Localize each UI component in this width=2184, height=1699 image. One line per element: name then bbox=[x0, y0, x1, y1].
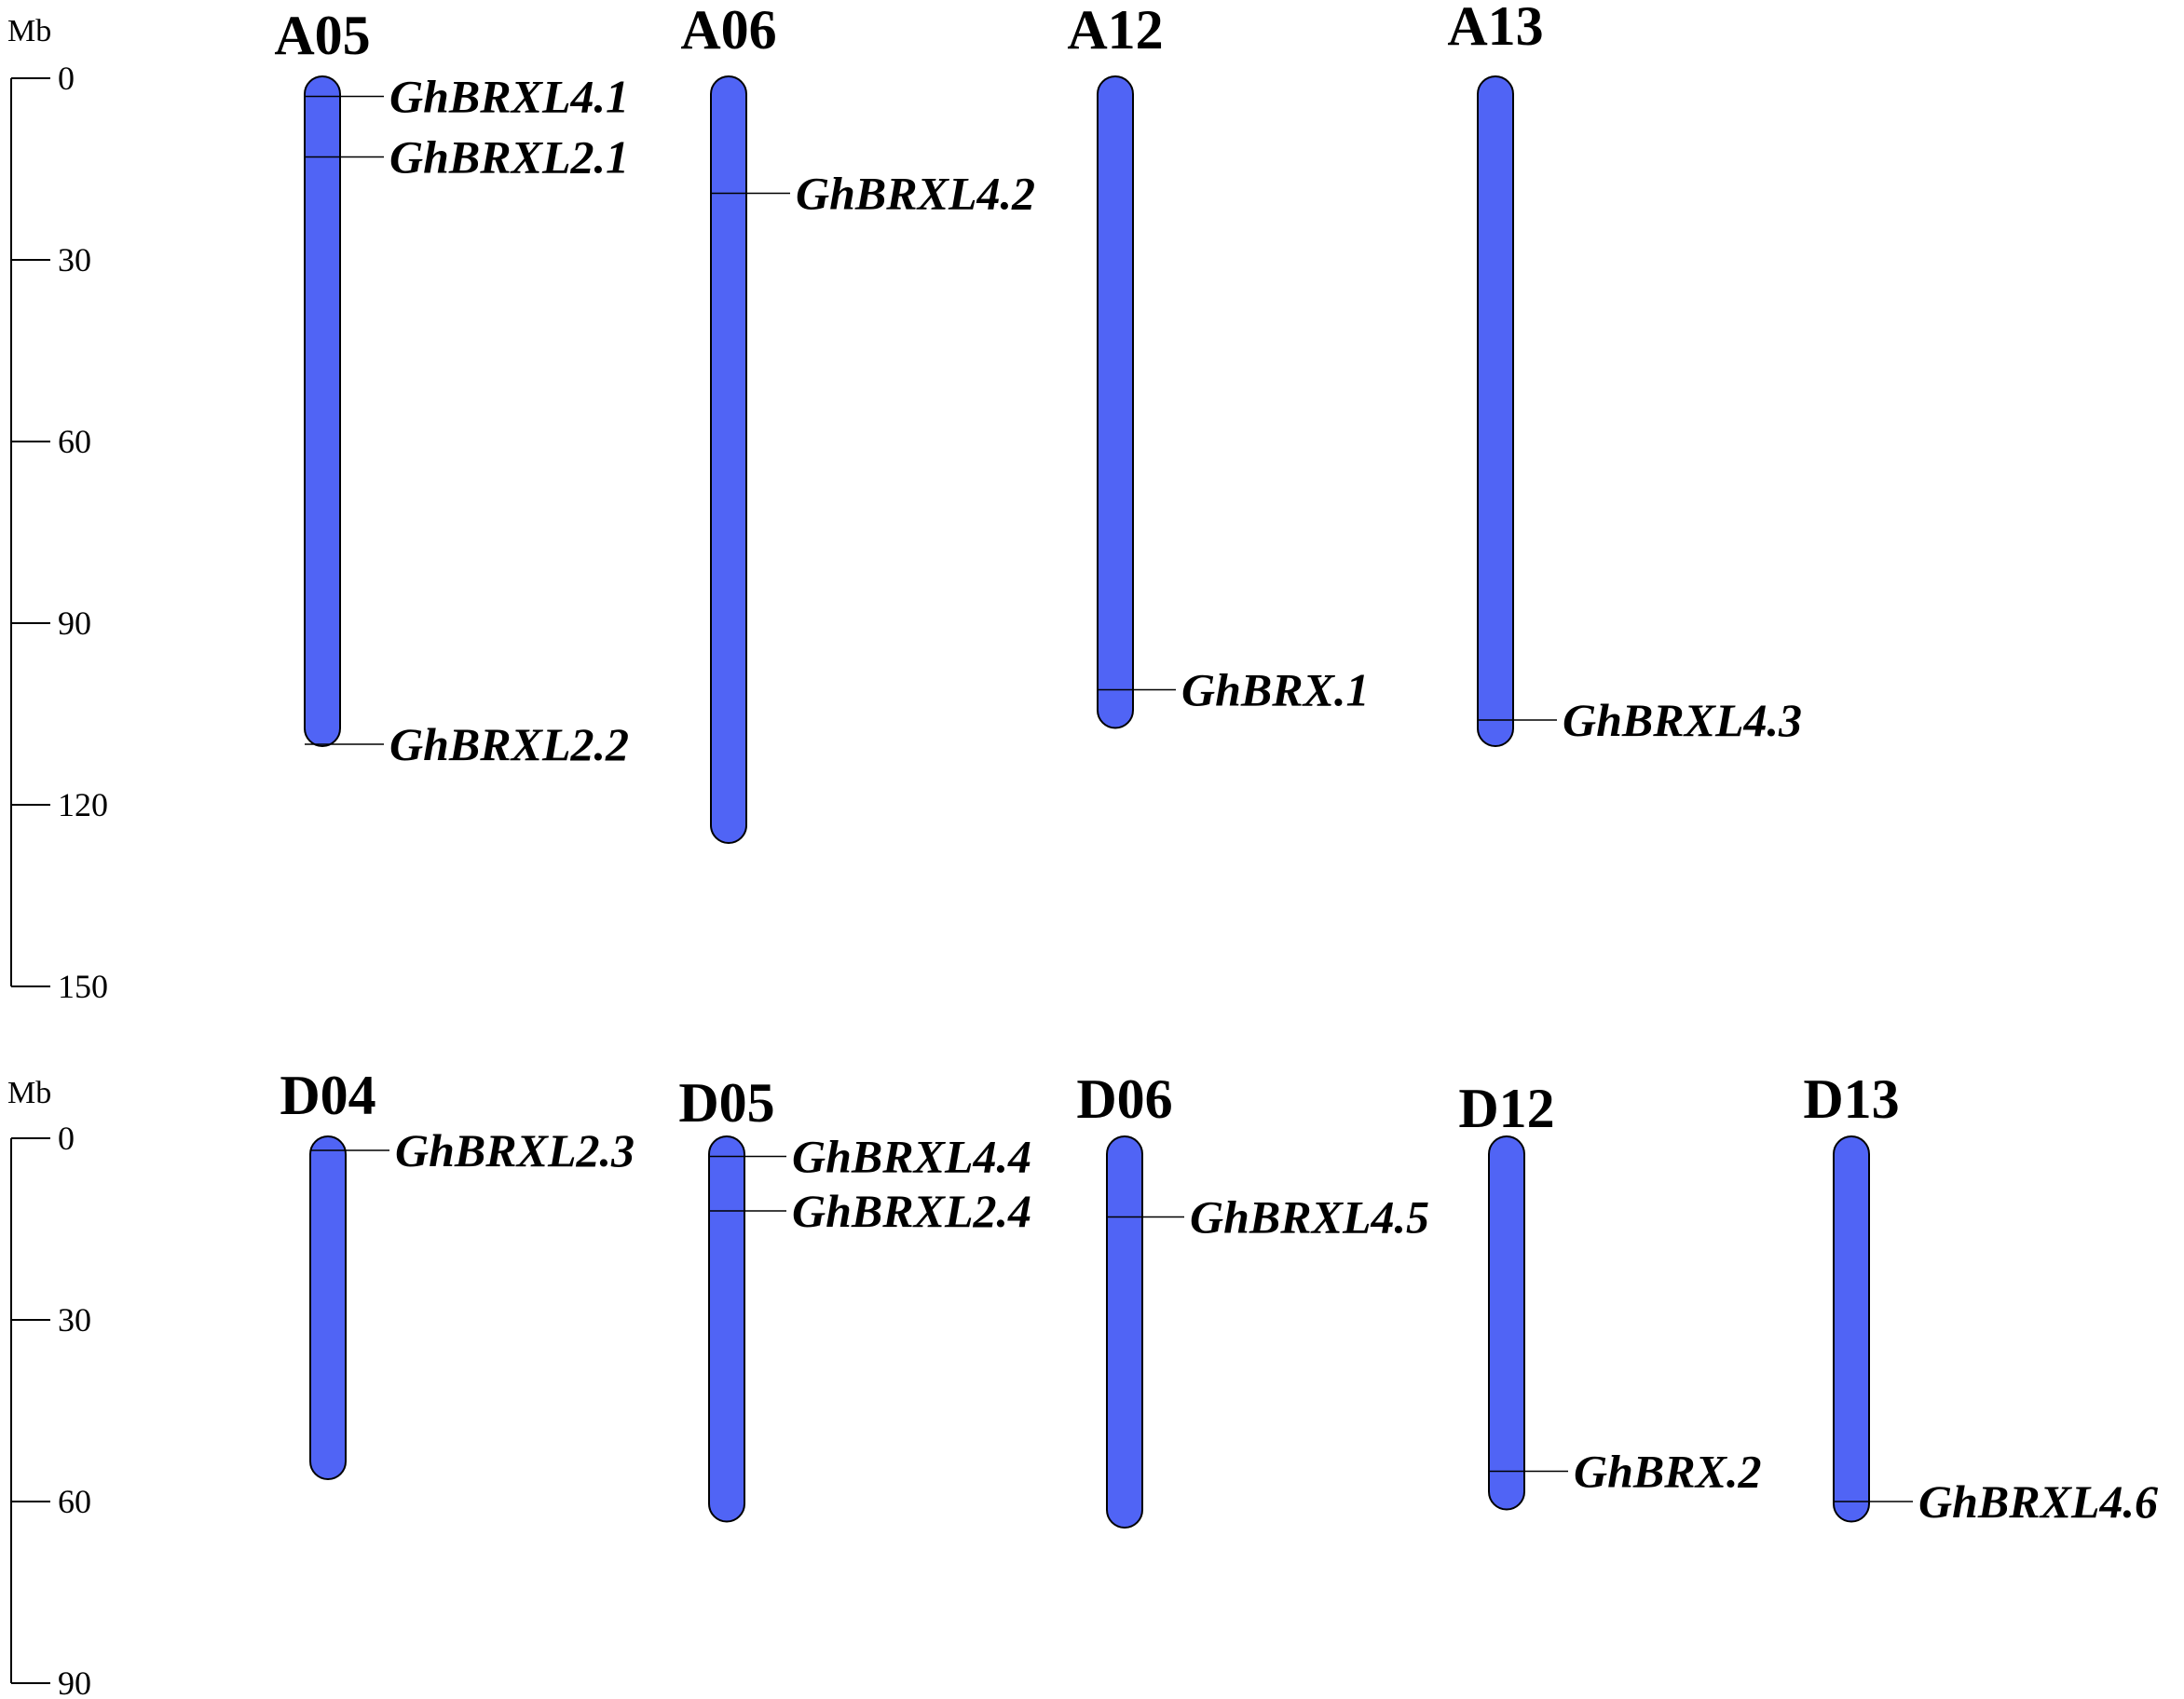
gene-label: GhBRXL4.1 bbox=[389, 71, 629, 123]
axis-tick-label: 0 bbox=[58, 60, 75, 97]
axis-tick-label: 120 bbox=[58, 786, 108, 823]
gene-label: GhBRX.1 bbox=[1181, 664, 1369, 716]
axis-tick-label: 150 bbox=[58, 968, 108, 1005]
gene-label: GhBRXL2.3 bbox=[395, 1124, 635, 1176]
chromosome-label: A06 bbox=[680, 0, 776, 61]
chromosome-bar bbox=[1097, 75, 1134, 729]
chromosome-label: A12 bbox=[1067, 0, 1163, 61]
axis-tick-label: 60 bbox=[58, 423, 91, 460]
chromosome-label: D13 bbox=[1803, 1068, 1899, 1130]
gene-label: GhBRXL4.2 bbox=[796, 168, 1035, 220]
chromosome-bar bbox=[304, 75, 341, 747]
gene-label: GhBRXL4.5 bbox=[1190, 1191, 1429, 1244]
chromosome-bar bbox=[1106, 1135, 1143, 1529]
scale-axis: Mb0 30 60 90 bbox=[7, 1076, 91, 1699]
panel-A: Mb0 30 60 90 120 150 A05GhBRXL4.1GhBRXL2.1GhBR… bbox=[7, 0, 1802, 1005]
axis-tick-label: 30 bbox=[58, 1301, 91, 1339]
axis-tick-label: 0 bbox=[58, 1120, 75, 1157]
chromosome-bar bbox=[309, 1135, 347, 1480]
gene-label: GhBRXL2.2 bbox=[389, 718, 629, 770]
gene-label: GhBRXL2.4 bbox=[792, 1185, 1031, 1237]
axis-tick-label: 60 bbox=[58, 1483, 91, 1520]
chromosome-bar bbox=[1833, 1135, 1870, 1523]
axis-tick-label: 30 bbox=[58, 241, 91, 279]
chromosome-bar bbox=[1488, 1135, 1525, 1511]
axis-tick-label: 90 bbox=[58, 605, 91, 642]
chromosome-label: A13 bbox=[1447, 0, 1543, 57]
chromosome-label: D04 bbox=[280, 1065, 375, 1126]
chromosome-bar bbox=[708, 1135, 745, 1523]
gene-label: GhBRXL4.4 bbox=[792, 1131, 1031, 1183]
chromosome-label: D12 bbox=[1458, 1078, 1554, 1139]
scale-axis: Mb0 30 60 90 120 150 bbox=[7, 14, 108, 1005]
gene-label: GhBRX.2 bbox=[1574, 1446, 1761, 1498]
gene-label: GhBRXL2.1 bbox=[389, 131, 629, 183]
axis-unit-label: Mb bbox=[7, 1076, 51, 1110]
chromosome-bar bbox=[710, 75, 747, 844]
panel-D: Mb0306090D04GhBRXL2.3D05GhBRXL4.4GhBRXL2… bbox=[7, 1065, 2158, 1699]
gene-label: GhBRXL4.3 bbox=[1563, 694, 1802, 746]
axis-tick-label: 90 bbox=[58, 1665, 91, 1699]
gene-label: GhBRXL4.6 bbox=[1918, 1475, 2158, 1528]
chromosome-label: A05 bbox=[274, 5, 370, 66]
chromosome-bar bbox=[1477, 75, 1514, 747]
chromosome-label: D06 bbox=[1076, 1068, 1172, 1130]
chromosome-label: D05 bbox=[678, 1072, 774, 1134]
axis-unit-label: Mb bbox=[7, 14, 51, 48]
